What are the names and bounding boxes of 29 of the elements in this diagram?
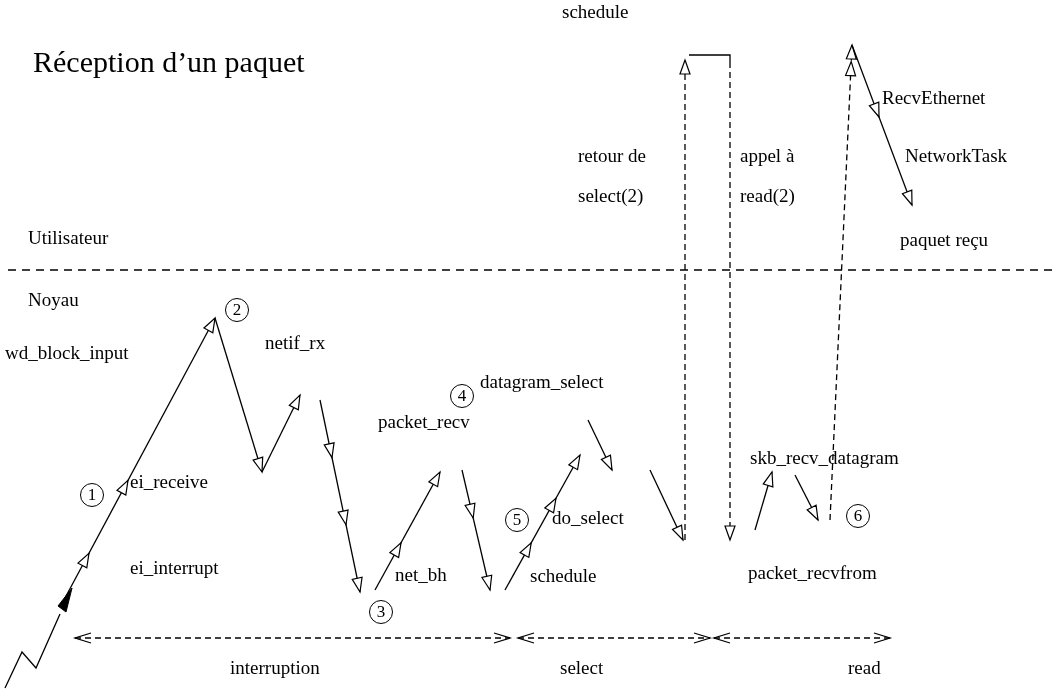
function-label: packet_recv [378, 410, 470, 434]
function-label: net_bh [395, 563, 447, 587]
phase-label: select [560, 656, 604, 680]
function-label: schedule [562, 0, 629, 24]
step-number-circle: 2 [225, 298, 249, 322]
function-label: skb_recv_datagram [750, 446, 899, 470]
step-number-circle: 3 [369, 600, 393, 624]
step-number-circle: 4 [450, 384, 474, 408]
title: Réception d’un paquet [33, 44, 305, 80]
function-label: schedule [530, 564, 597, 588]
function-label: packet_recvfrom [748, 561, 877, 585]
step-number-circle: 1 [80, 483, 104, 507]
phase-label: read [848, 656, 881, 680]
function-label: datagram_select [480, 370, 604, 394]
layer-label: Utilisateur [28, 226, 109, 250]
function-label: RecvEthernet [882, 86, 986, 110]
function-label: ei_receive [130, 470, 209, 494]
note: retour de select(2) [578, 144, 648, 208]
function-label: ei_interrupt [130, 556, 219, 580]
function-label: NetworkTask [905, 144, 1008, 168]
function-label: wd_block_input [5, 341, 129, 365]
phase-label: interruption [230, 656, 320, 680]
note: paquet reçu [900, 228, 989, 252]
note: appel à read(2) [740, 144, 796, 208]
layer-label: Noyau [28, 288, 79, 312]
function-label: netif_rx [265, 331, 326, 355]
step-number-circle: 5 [505, 508, 529, 532]
function-label: do_select [552, 506, 624, 530]
step-number-circle: 6 [846, 504, 870, 528]
